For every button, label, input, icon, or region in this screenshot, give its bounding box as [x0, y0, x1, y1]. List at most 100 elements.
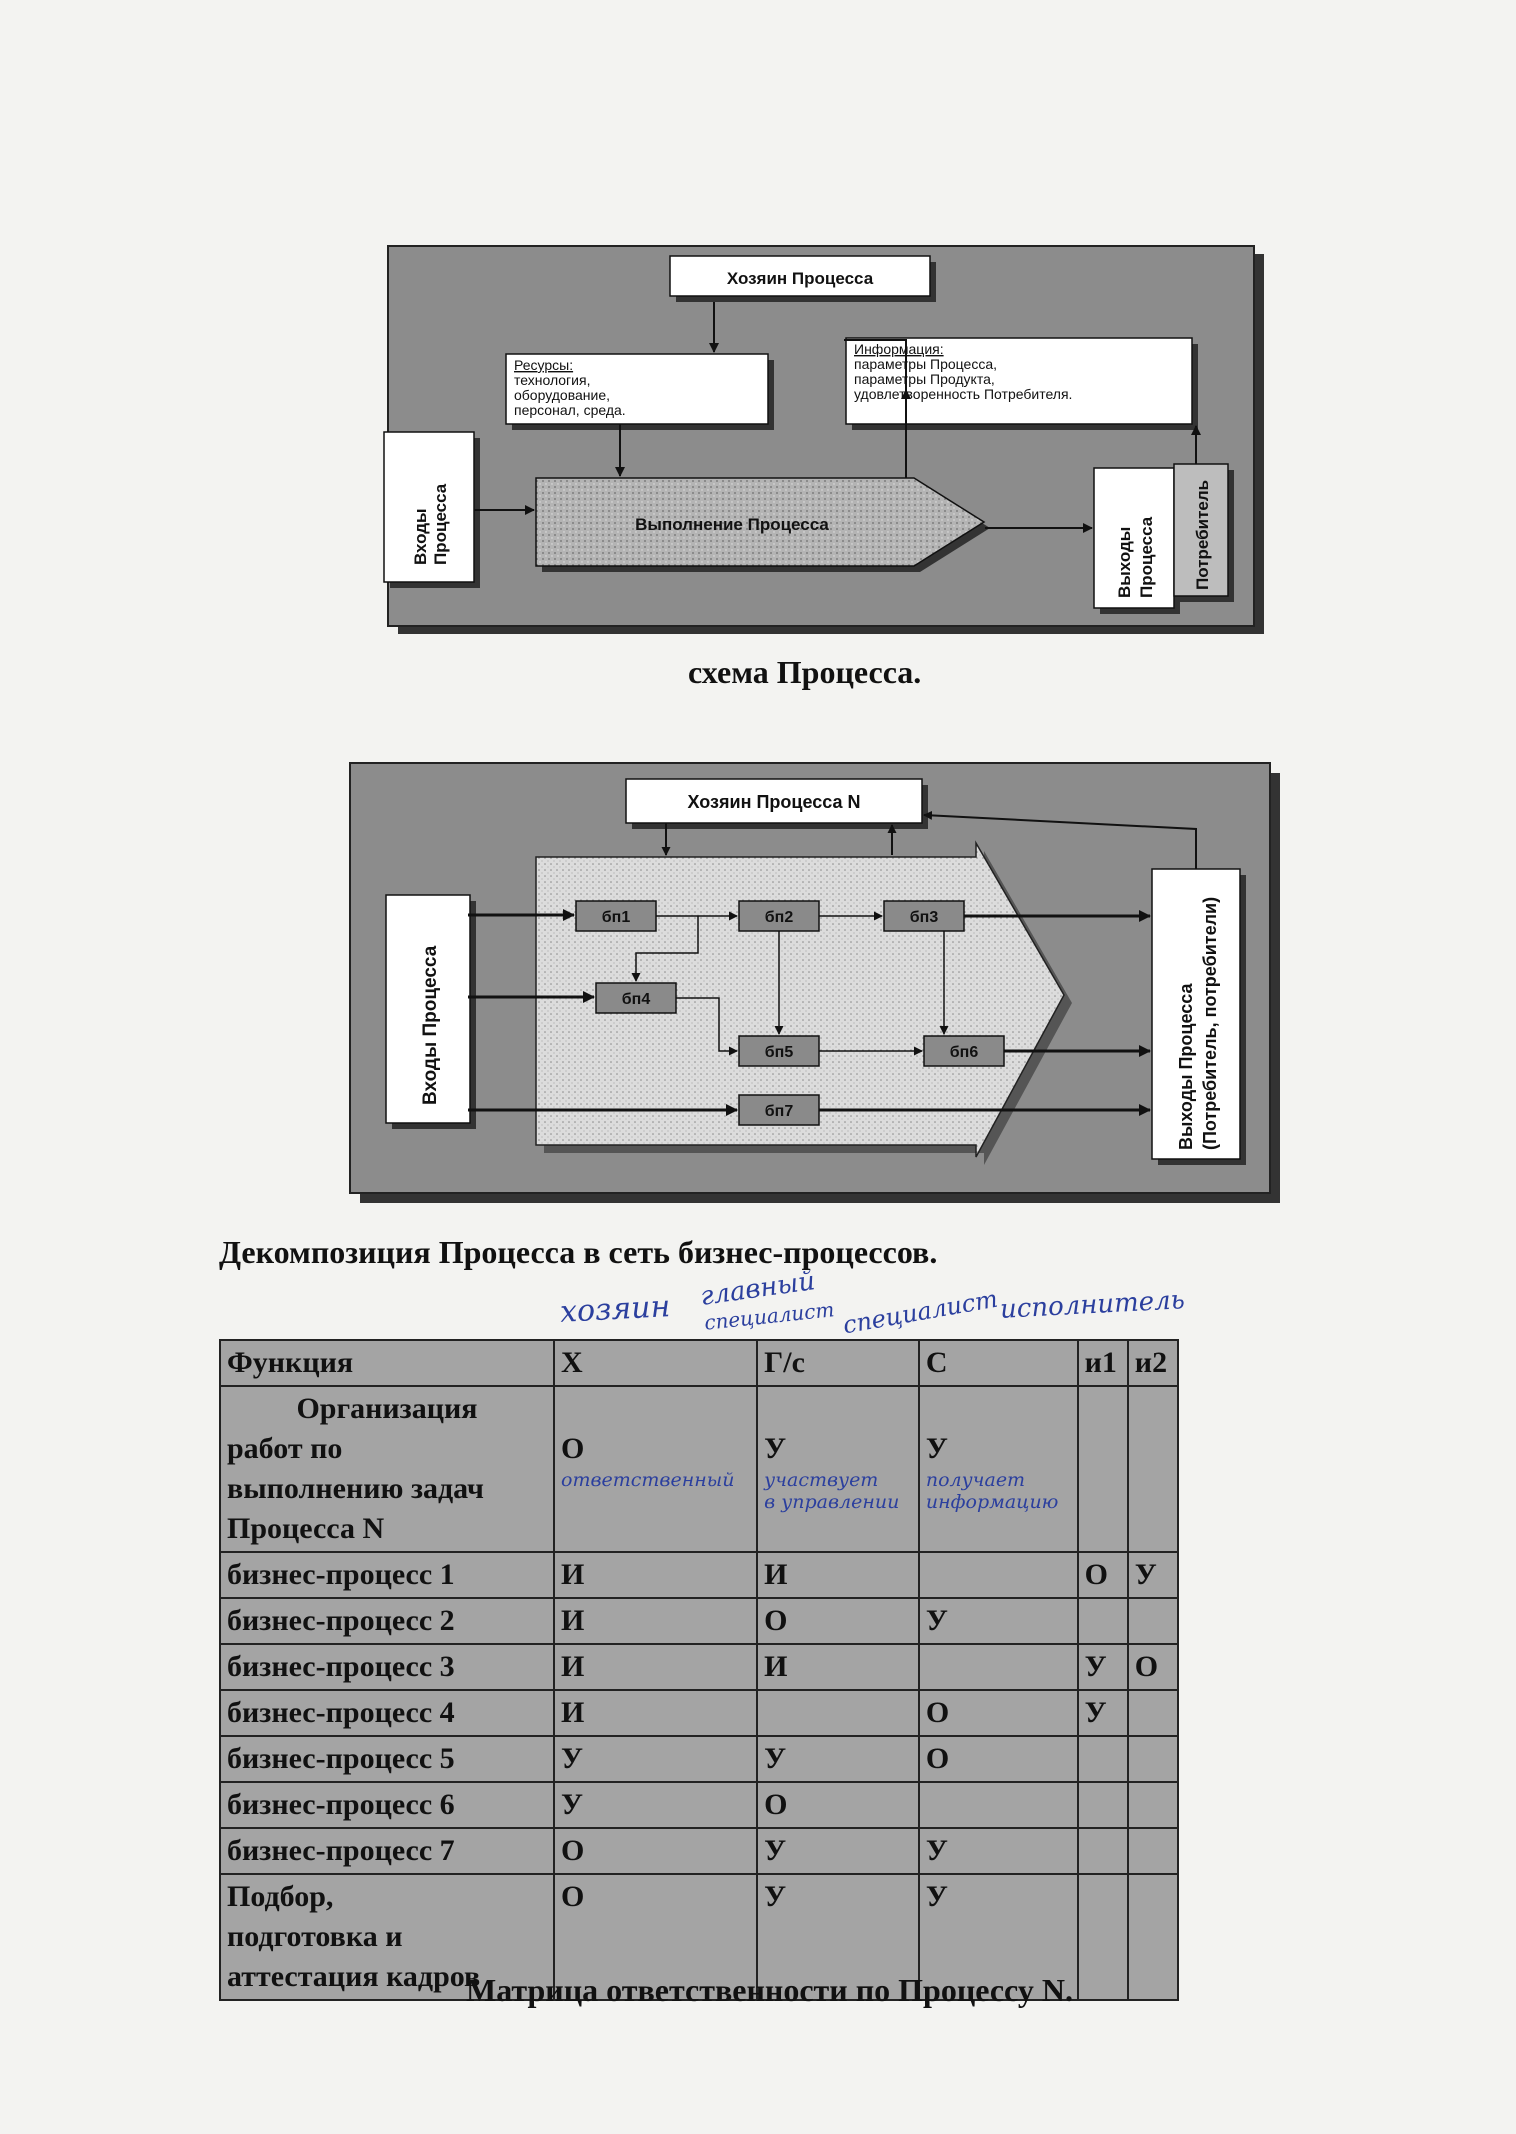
matrix-header-row: Функция Х Г/с С и1 и2 — [219, 1339, 1180, 1387]
inputs-line-1: Входы — [411, 508, 430, 565]
cell — [917, 1643, 1079, 1691]
consumer-box: Потребитель — [1173, 463, 1234, 602]
bp5-label: бп5 — [765, 1044, 794, 1061]
resources-line-3: персонал, среда. — [514, 402, 626, 418]
row-function: бизнес-процесс 1 — [219, 1551, 555, 1599]
decomposition-caption: Декомпозиция Процесса в сеть бизнес-проц… — [219, 1234, 938, 1270]
bp6-box: бп6 — [923, 1035, 1005, 1067]
bp7-box: бп7 — [738, 1094, 820, 1126]
cell-value: У — [925, 1432, 948, 1465]
cell — [1126, 1781, 1180, 1829]
func-line: Процесса N — [227, 1512, 385, 1545]
cell-value: У — [764, 1432, 787, 1465]
bp1-label: бп1 — [602, 909, 631, 926]
header-executor-2: и2 — [1126, 1339, 1180, 1387]
row-function: бизнес-процесс 2 — [219, 1597, 555, 1645]
cell: И — [756, 1551, 920, 1599]
func-line: работ по — [227, 1432, 343, 1465]
process-n-owner-box: Хозяин Процесса N — [625, 778, 928, 829]
bp4-label: бп4 — [622, 991, 651, 1008]
func-line: Подбор, — [227, 1880, 334, 1913]
outputs-box: Выходы Процесса — [1093, 467, 1180, 614]
header-executor-1: и1 — [1076, 1339, 1129, 1387]
cell — [1126, 1385, 1180, 1553]
table-row: бизнес-процесс 2 И О У — [219, 1597, 1180, 1645]
table-row: бизнес-процесс 3 И И У О — [219, 1643, 1180, 1691]
bp7-label: бп7 — [765, 1103, 794, 1120]
matrix-caption: Матрица ответственности по Процессу N. — [466, 1972, 1073, 2008]
cell — [1076, 1597, 1129, 1645]
cell — [1126, 1735, 1180, 1783]
row-function: бизнес-процесс 4 — [219, 1689, 555, 1737]
cell: У — [756, 1735, 920, 1783]
process-outputs-box: Выходы Процесса (Потребитель, потребител… — [1151, 868, 1246, 1165]
diagram1-arrows — [474, 302, 1201, 533]
cell: О — [552, 1827, 759, 1875]
cell: И — [552, 1689, 759, 1737]
header-chief-specialist: Г/с — [756, 1339, 920, 1387]
cell: И — [552, 1551, 759, 1599]
process-outputs-line-2: (Потребитель, потребители) — [1200, 897, 1220, 1150]
cell — [1076, 1781, 1129, 1829]
cell: У — [552, 1781, 759, 1829]
handwritten-owner: хозяин — [559, 1289, 672, 1330]
bp2-label: бп2 — [765, 909, 794, 926]
cell — [1126, 1873, 1180, 2001]
process-execution-label: Выполнение Процесса — [635, 515, 829, 534]
row-function: бизнес-процесс 6 — [219, 1781, 555, 1829]
handwritten-executor: исполнитель — [999, 1285, 1186, 1325]
information-title: Информация: — [854, 341, 944, 357]
bp3-label: бп3 — [910, 909, 939, 926]
cell — [917, 1551, 1079, 1599]
header-owner: Х — [552, 1339, 759, 1387]
cell — [1076, 1873, 1129, 2001]
cell: У — [917, 1873, 1079, 2001]
table-row: Подбор, подготовка и аттестация кадров О… — [219, 1873, 1180, 2001]
cell: У — [917, 1827, 1079, 1875]
cell: У — [917, 1597, 1079, 1645]
cell: О — [552, 1873, 759, 2001]
row-function: бизнес-процесс 3 — [219, 1643, 555, 1691]
header-function: Функция — [219, 1339, 555, 1387]
cell: О — [756, 1597, 920, 1645]
process-n-owner-label: Хозяин Процесса N — [688, 792, 861, 812]
resources-line-1: технология, — [514, 372, 590, 388]
func-line: аттестация кадров — [227, 1960, 481, 1993]
cell: У — [1076, 1689, 1129, 1737]
information-box: Информация: параметры Процесса, параметр… — [845, 337, 1198, 430]
process-inputs-box: Входы Процесса — [385, 894, 476, 1129]
table-row: бизнес-процесс 1 И И О У — [219, 1551, 1180, 1599]
bp6-label: бп6 — [950, 1044, 979, 1061]
cell: О — [917, 1735, 1079, 1783]
cell: О — [917, 1689, 1079, 1737]
cell — [756, 1689, 920, 1737]
func-line: подготовка и — [227, 1920, 403, 1953]
handwritten-note: ответственный — [561, 1469, 735, 1491]
cell: У — [756, 1873, 920, 2001]
cell: У — [552, 1735, 759, 1783]
row-function: Подбор, подготовка и аттестация кадров — [219, 1873, 555, 2001]
bp5-box: бп5 — [738, 1035, 820, 1067]
row-function: бизнес-процесс 7 — [219, 1827, 555, 1875]
cell: У — [1126, 1551, 1180, 1599]
process-scheme-diagram: Хозяин Процесса Ресурсы: технология, обо… — [383, 245, 1264, 634]
header-specialist: С — [917, 1339, 1079, 1387]
cell — [1126, 1689, 1180, 1737]
resources-line-2: оборудование, — [514, 387, 610, 403]
handwritten-note: участвует — [764, 1469, 879, 1491]
cell: О — [756, 1781, 920, 1829]
outputs-line-1: Выходы — [1115, 527, 1134, 598]
table-row: Организация работ по выполнению задач Пр… — [219, 1385, 1180, 1553]
cell — [1126, 1827, 1180, 1875]
table-row: бизнес-процесс 4 И О У — [219, 1689, 1180, 1737]
cell — [1126, 1597, 1180, 1645]
bp4-box: бп4 — [595, 982, 677, 1014]
diagram2-arrows — [468, 810, 1197, 1116]
information-line-1: параметры Процесса, — [854, 356, 997, 372]
bp1-box: бп1 — [575, 900, 657, 932]
information-line-3: удовлетворенность Потребителя. — [854, 386, 1072, 402]
handwritten-note: получает — [925, 1469, 1026, 1491]
row-function: Организация работ по выполнению задач Пр… — [219, 1385, 555, 1553]
